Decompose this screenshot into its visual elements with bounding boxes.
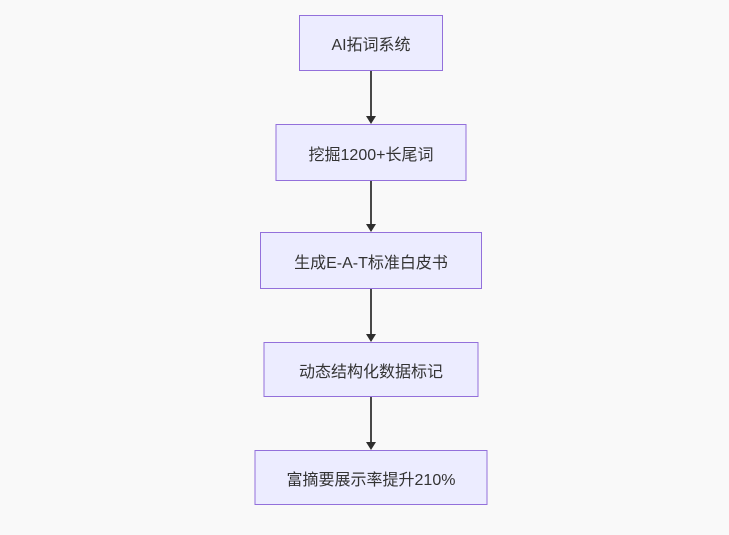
flow-arrow-3 bbox=[365, 289, 377, 342]
flow-node-label: AI拓词系统 bbox=[331, 37, 411, 54]
flow-node-label: 生成E-A-T标准白皮书 bbox=[294, 254, 448, 272]
flow-node-label: 动态结构化数据标记 bbox=[298, 363, 443, 381]
flow-node-label: 富摘要展示率提升210% bbox=[286, 471, 456, 489]
flow-node-eat-whitepaper: 生成E-A-T标准白皮书 bbox=[260, 232, 482, 289]
flow-arrow-2 bbox=[365, 181, 377, 232]
flow-node-rich-snippet-uplift: 富摘要展示率提升210% bbox=[254, 450, 488, 505]
flow-node-structured-data-markup: 动态结构化数据标记 bbox=[263, 342, 479, 397]
flow-arrow-4 bbox=[365, 397, 377, 450]
flow-node-longtail-mining: 挖掘1200+长尾词 bbox=[275, 124, 467, 181]
flow-arrow-1 bbox=[365, 71, 377, 124]
arrow-line bbox=[370, 397, 372, 442]
arrow-down-icon bbox=[366, 224, 376, 232]
arrow-line bbox=[370, 71, 372, 116]
arrow-down-icon bbox=[366, 442, 376, 450]
arrow-line bbox=[370, 289, 372, 334]
flow-node-label: 挖掘1200+长尾词 bbox=[308, 146, 434, 164]
arrow-down-icon bbox=[366, 334, 376, 342]
arrow-down-icon bbox=[366, 116, 376, 124]
arrow-line bbox=[370, 181, 372, 224]
flow-node-ai-expansion-system: AI拓词系统 bbox=[299, 15, 443, 71]
